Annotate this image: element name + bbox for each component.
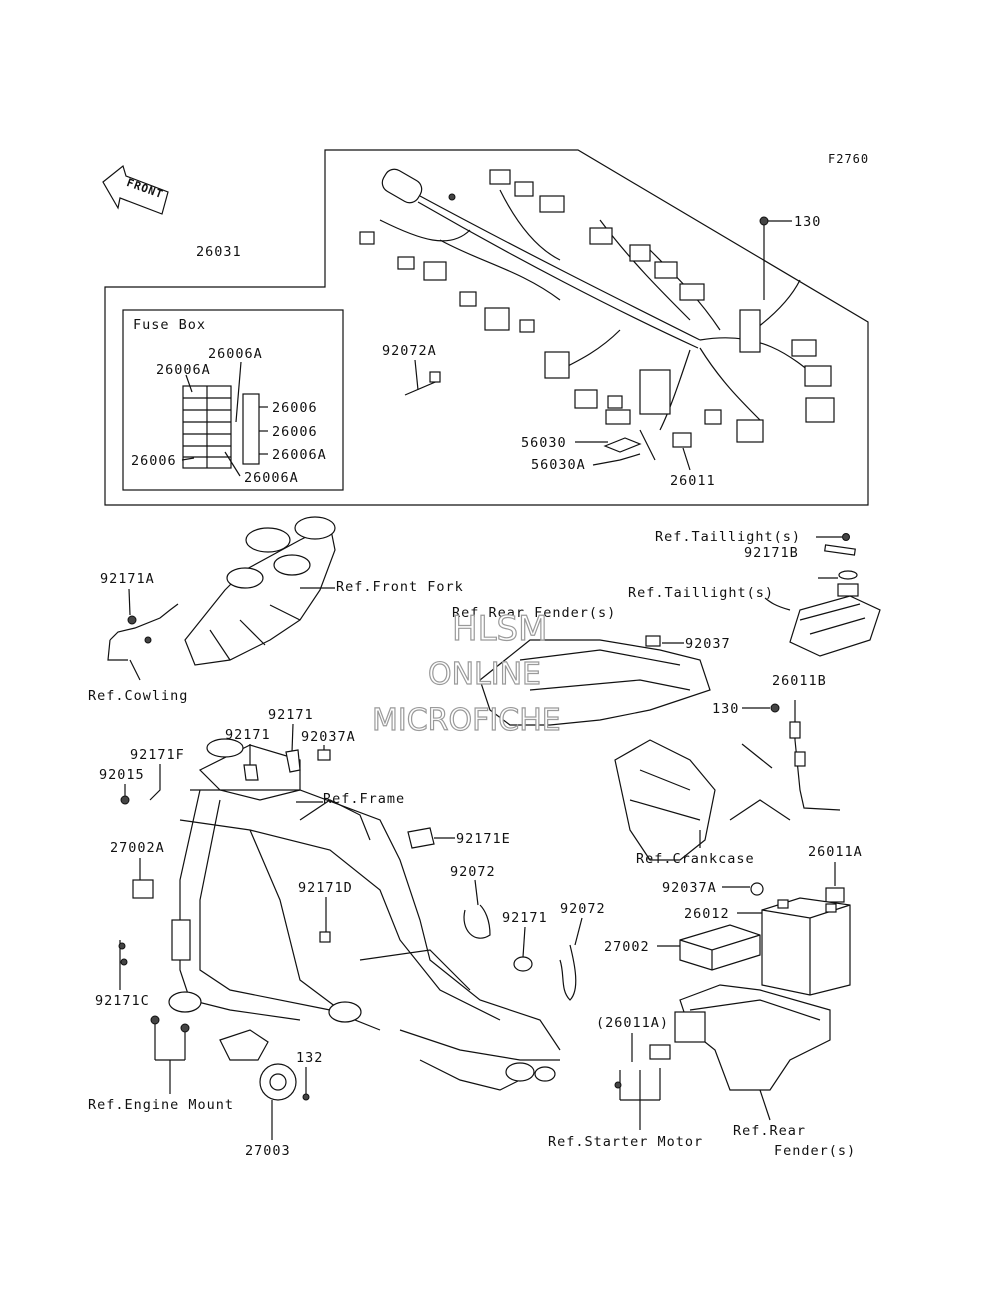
relay-27002A-icon — [132, 879, 154, 899]
front-fork-icon — [184, 516, 336, 666]
fuse-label-8: 26006A — [244, 470, 299, 486]
callout-26011A-paren: (26011A) — [596, 1015, 669, 1031]
ref-starter-motor: Ref.Starter Motor — [548, 1134, 703, 1150]
callout-92171C: 92171C — [95, 993, 150, 1009]
relay-26011-icon — [672, 432, 692, 448]
callout-56030: 56030 — [521, 435, 567, 451]
horn-27003-icon — [259, 1063, 297, 1101]
callout-92015: 92015 — [99, 767, 145, 783]
watermark: HLSM ONLINE MICROFICHE — [371, 608, 561, 738]
callout-92171E: 92171E — [456, 831, 511, 847]
callout-27002: 27002 — [604, 939, 650, 955]
crankcase-cover-icon — [614, 739, 716, 861]
screw-130-top-icon — [759, 216, 769, 226]
relay-26011A-icon — [825, 887, 845, 903]
callout-92037A-2: 92037A — [662, 880, 717, 896]
bracket-cowling-icon — [107, 603, 179, 661]
callout-130-mid: 130 — [712, 701, 739, 717]
horn-bracket-icon — [219, 1029, 269, 1061]
callout-92037A-1: 92037A — [301, 729, 356, 745]
callout-26012: 26012 — [684, 906, 730, 922]
callout-26011B: 26011B — [772, 673, 827, 689]
ecu-27002-icon — [679, 924, 761, 971]
callout-92171D: 92171D — [298, 880, 353, 896]
clip-92171E-icon — [407, 827, 435, 849]
callout-26011A: 26011A — [808, 844, 863, 860]
fuse-label-1: 26006A — [208, 346, 263, 362]
fuse-box-title: Fuse Box — [133, 317, 206, 333]
fuse-label-5: 26006 — [131, 453, 177, 469]
ref-rear-fender-2a: Ref.Rear — [733, 1123, 806, 1139]
battery-26012-icon — [761, 897, 851, 996]
callout-92072-2: 92072 — [560, 901, 606, 917]
watermark-line1: HLSM — [452, 609, 547, 649]
ref-cowling: Ref.Cowling — [88, 688, 188, 704]
taillight-icon — [764, 570, 881, 657]
ref-engine-mount: Ref.Engine Mount — [88, 1097, 234, 1113]
front-arrow-icon: FRONT — [102, 164, 169, 215]
fuse-box-inset — [122, 309, 344, 491]
fuse-label-4: 26006 — [272, 424, 318, 440]
rear-fender-upper-icon — [479, 639, 711, 726]
callout-27003: 27003 — [245, 1143, 291, 1159]
watermark-line2: ONLINE — [428, 657, 541, 692]
harness-kit-outline — [104, 149, 869, 506]
fuse-box-icon — [182, 385, 260, 469]
callout-130-top: 130 — [794, 214, 821, 230]
callout-132: 132 — [296, 1050, 323, 1066]
clamp-92072-1-icon — [463, 904, 491, 939]
callout-92171B: 92171B — [744, 545, 799, 561]
callout-92171F: 92171F — [130, 747, 185, 763]
callout-27002A: 27002A — [110, 840, 165, 856]
watermark-line3: MICROFICHE — [372, 703, 561, 738]
fuse-label-6: 26006A — [272, 447, 327, 463]
ref-taillight-1: Ref.Taillight(s) — [655, 529, 801, 545]
callout-56030A: 56030A — [531, 457, 586, 473]
fuse-label-2: 26006A — [156, 362, 211, 378]
ref-rear-fender-1: Ref.Rear Fender(s) — [452, 605, 616, 621]
callout-92037: 92037 — [685, 636, 731, 652]
clamp-92072A-icon — [404, 371, 441, 396]
ref-crankcase: Ref.Crankcase — [636, 851, 755, 867]
callout-26031: 26031 — [196, 244, 242, 260]
callout-92171-b: 92171 — [225, 727, 271, 743]
callout-92171-a: 92171 — [268, 707, 314, 723]
callout-92171-c: 92171 — [502, 910, 548, 926]
ref-frame: Ref.Frame — [323, 791, 405, 807]
callout-92171A: 92171A — [100, 571, 155, 587]
wiring-harness-icon — [359, 168, 835, 443]
clip-92171B-icon — [824, 544, 856, 556]
ref-rear-fender-2b: Fender(s) — [774, 1143, 856, 1159]
callout-92072-1: 92072 — [450, 864, 496, 880]
ref-taillight-2: Ref.Taillight(s) — [628, 585, 774, 601]
diagram-code: F2760 — [828, 152, 869, 166]
battery-case-icon — [679, 984, 831, 1091]
callout-92072A: 92072A — [382, 343, 437, 359]
starter-relay-icon — [649, 1011, 706, 1060]
callout-26011: 26011 — [670, 473, 716, 489]
ref-front-fork: Ref.Front Fork — [336, 579, 464, 595]
tape-56030-icon — [603, 437, 642, 453]
fuse-label-3: 26006 — [272, 400, 318, 416]
clamp-92072-2-icon — [559, 944, 577, 1001]
